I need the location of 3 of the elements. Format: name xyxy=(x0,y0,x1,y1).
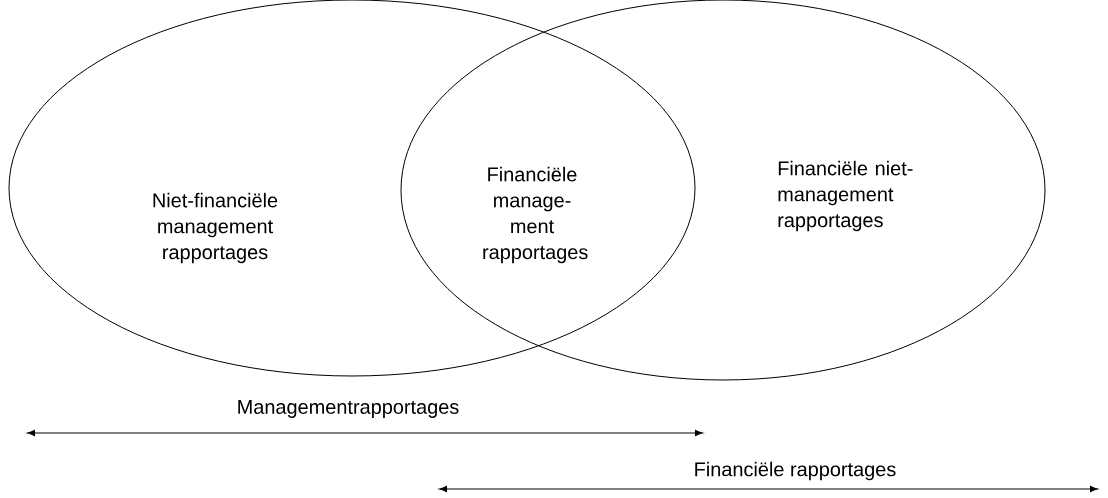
overlap-label: Financiële manage-ment rapportages xyxy=(483,166,588,264)
range-label: Managementrapportages xyxy=(238,400,459,418)
range-label: Financiële rapportages xyxy=(695,461,896,481)
